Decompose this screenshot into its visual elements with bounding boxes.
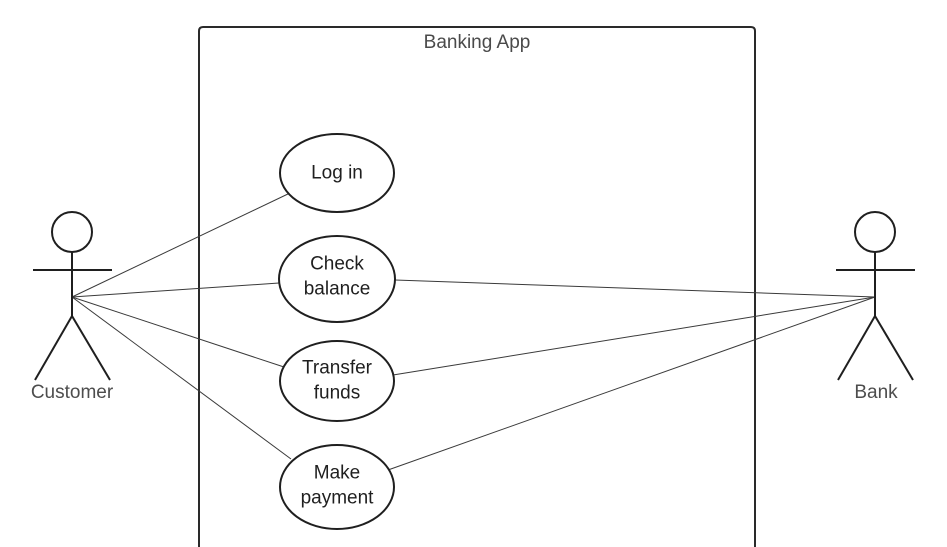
associations: [71, 192, 876, 471]
use-case-label: Log in: [311, 163, 363, 184]
use-case-label: balance: [304, 279, 371, 300]
use-case-label: payment: [301, 488, 375, 509]
association-bank-transfer-funds: [392, 296, 876, 376]
actor-label: Customer: [31, 382, 114, 403]
actor-label: Bank: [854, 382, 898, 403]
stick-figure-icon: [836, 211, 915, 381]
use-case-log-in: Log in: [279, 133, 395, 213]
use-case-make-payment: Make payment: [279, 444, 395, 530]
association-customer-make-payment: [71, 296, 292, 460]
association-customer-check-balance: [71, 282, 280, 298]
association-customer-transfer-funds: [71, 296, 285, 368]
association-bank-check-balance: [394, 279, 876, 298]
use-case-label: Make: [314, 463, 360, 484]
use-case-label: Check: [310, 254, 364, 275]
use-case-transfer-funds: Transfer funds: [279, 340, 395, 422]
use-case-label: Transfer: [302, 358, 373, 379]
stick-figure-icon: [33, 211, 112, 381]
system-boundary: Banking App: [198, 26, 756, 547]
use-case-check-balance: Check balance: [278, 235, 396, 323]
system-title: Banking App: [424, 32, 531, 53]
actor-bank: Bank: [836, 211, 915, 403]
use-case-label: funds: [314, 383, 360, 404]
association-customer-log-in: [71, 192, 291, 298]
actor-customer: Customer: [31, 211, 114, 403]
association-bank-make-payment: [387, 296, 876, 471]
